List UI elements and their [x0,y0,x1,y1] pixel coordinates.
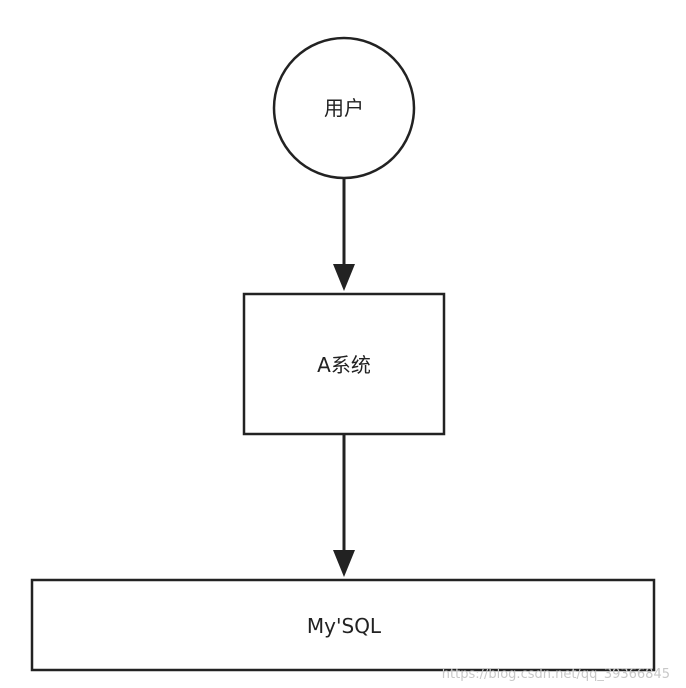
system-a-label: A系统 [317,353,371,377]
arrowhead-icon [333,264,355,291]
node-user: 用户 [272,36,416,180]
node-system-a: A系统 [242,292,446,436]
watermark-url: https://blog.csdn.net/qq_39366845 [441,667,670,682]
mysql-label: My'SQL [307,614,382,638]
edge-user-to-system-a [333,178,355,291]
node-mysql: My'SQL [30,578,656,672]
arrowhead-icon [333,550,355,577]
edge-system-a-to-mysql [333,434,355,577]
user-label: 用户 [324,96,364,120]
system-a-rect-shape [242,292,446,436]
mysql-rect-shape [30,578,656,672]
